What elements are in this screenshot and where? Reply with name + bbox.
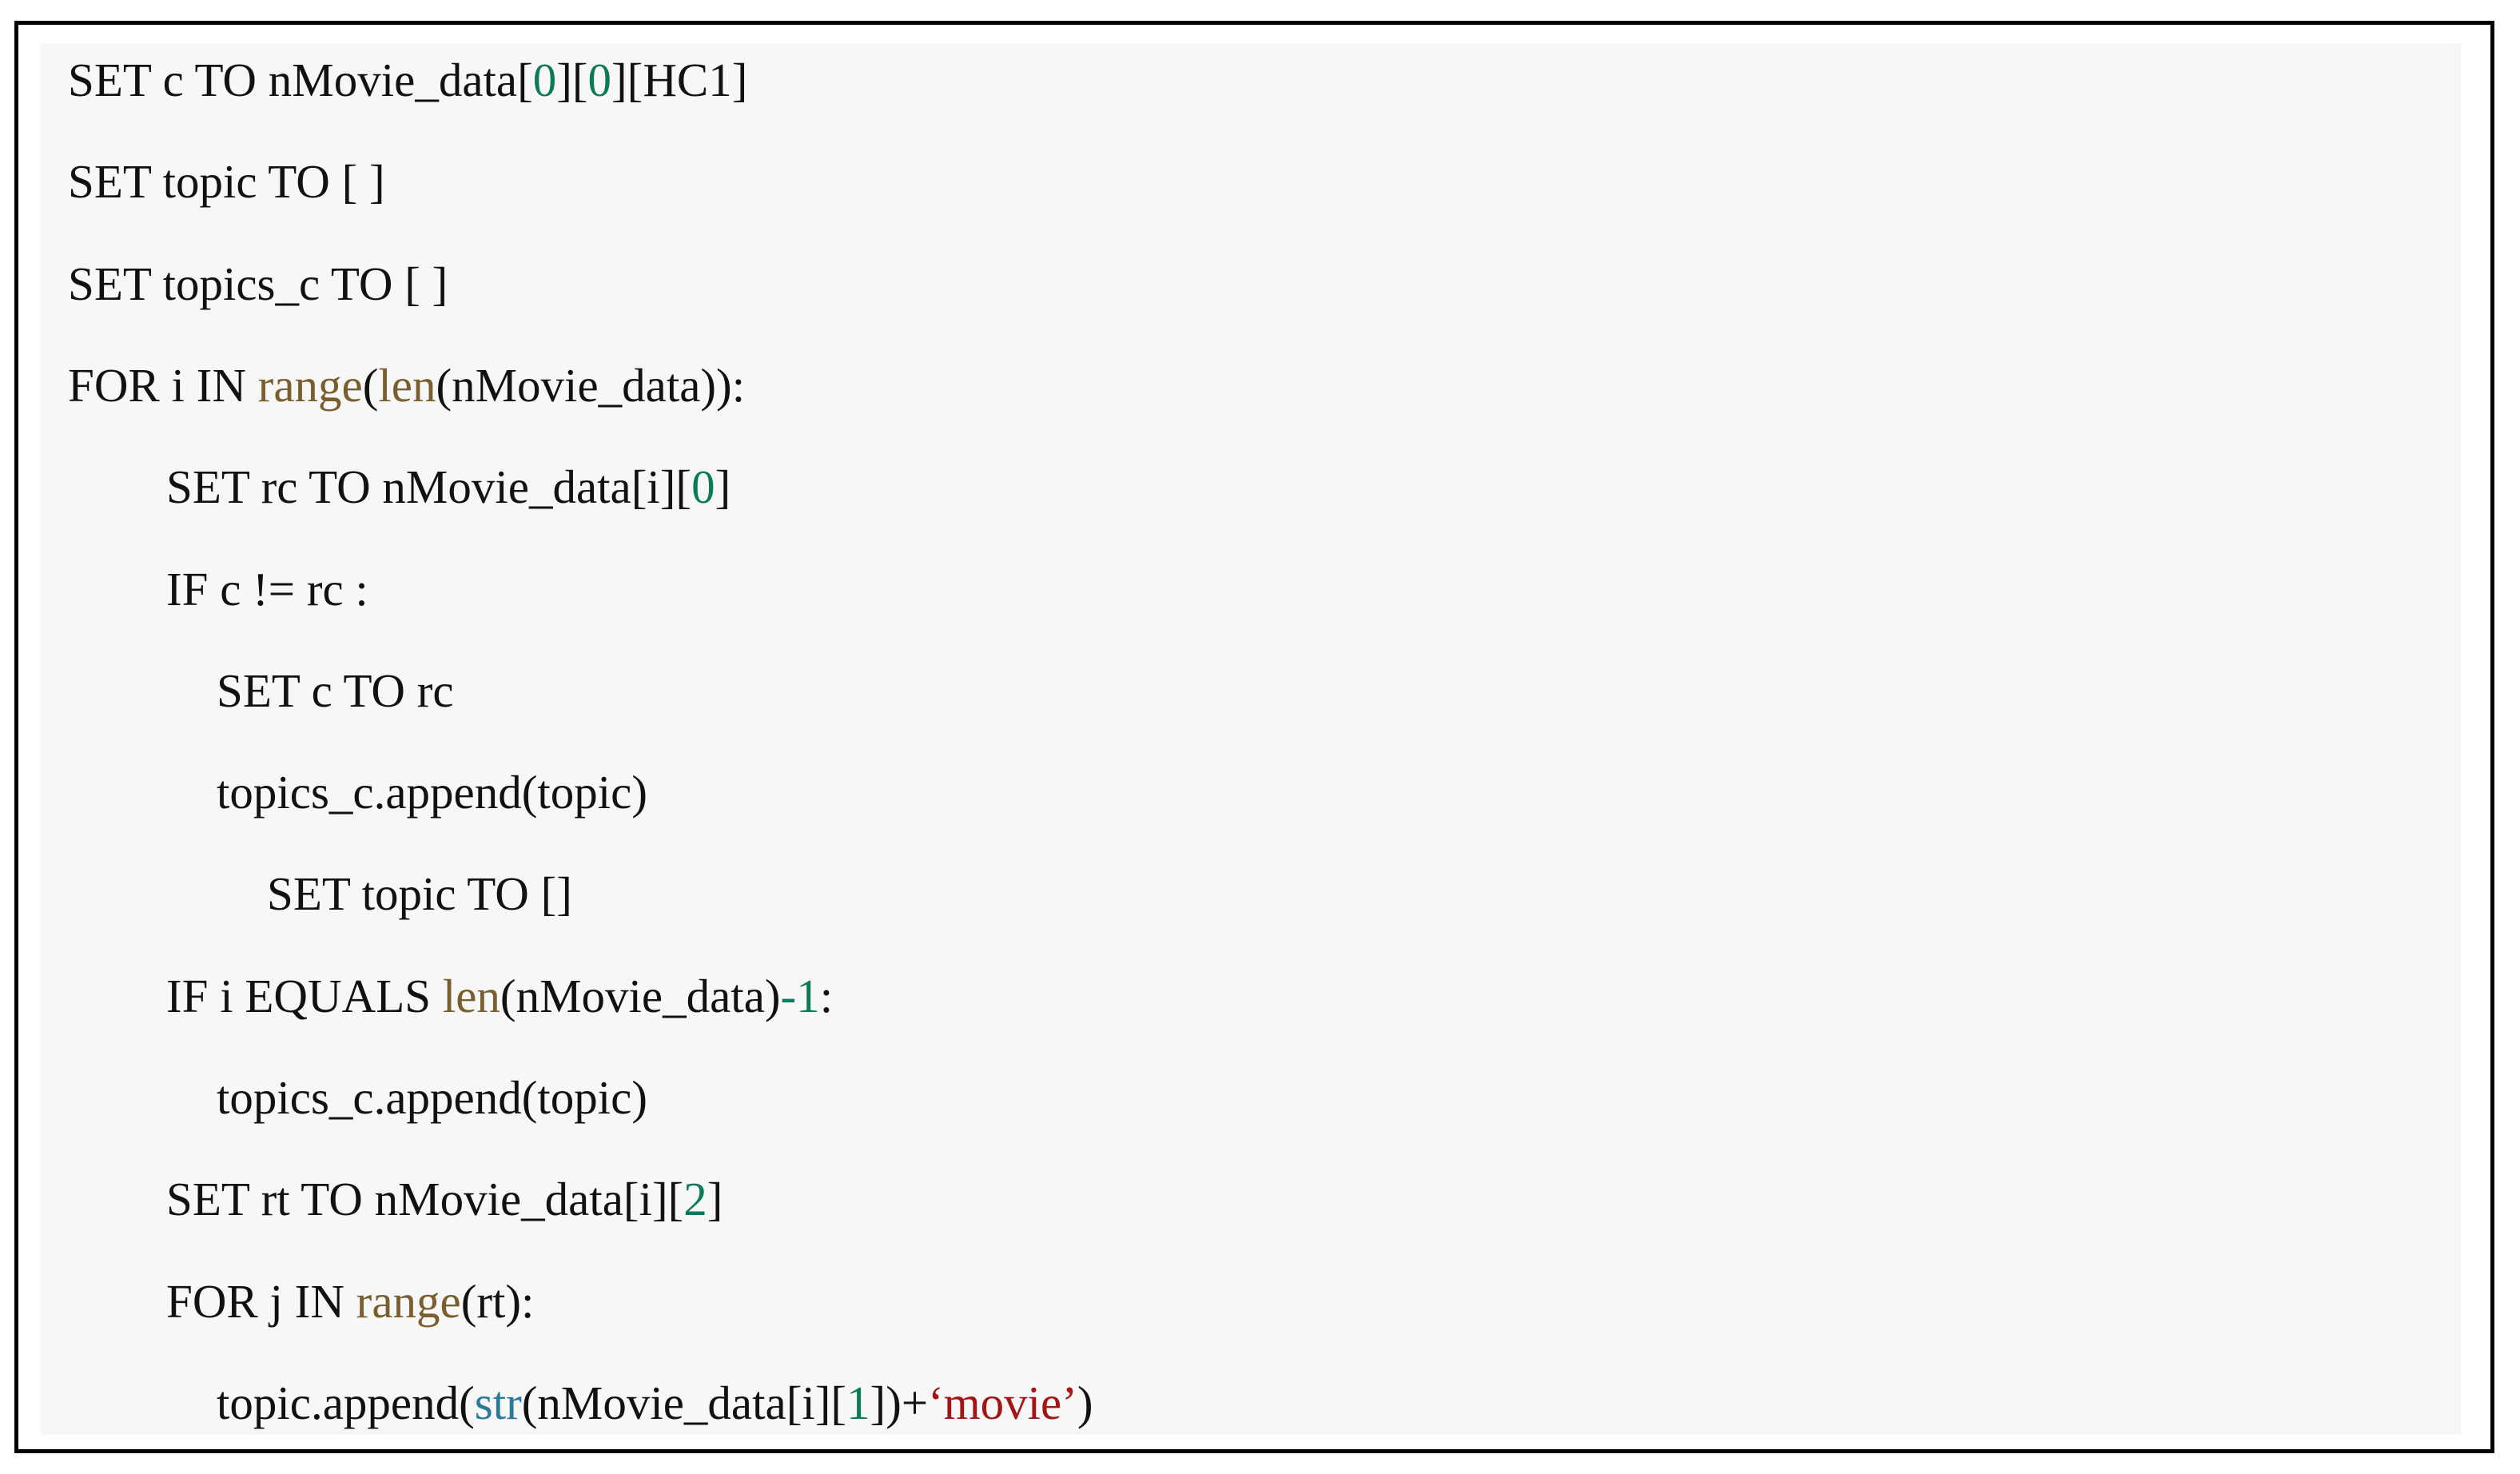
code-line: topic.append(str(nMovie_data[i][1])+‘mov… [217, 1367, 1093, 1439]
code-token-plain: IF i EQUALS [166, 969, 443, 1022]
code-line: SET rt TO nMovie_data[i][2] [166, 1163, 723, 1235]
code-token-builtin: len [442, 969, 500, 1022]
code-token-plain: ( [362, 358, 379, 412]
code-token-number: 0 [587, 54, 612, 106]
code-line: SET topic TO [ ] [68, 145, 385, 217]
code-token-plain: ) [1077, 1376, 1093, 1429]
code-token-plain: SET topic TO [ ] [68, 155, 385, 209]
code-token-plain: SET rt TO nMovie_data[i][ [166, 1173, 684, 1226]
code-token-plain: FOR j IN [166, 1274, 356, 1328]
code-token-plain: FOR i IN [68, 358, 258, 412]
code-token-number: -1 [780, 969, 820, 1022]
code-token-number: 1 [846, 1376, 870, 1429]
code-token-plain: (nMovie_data[i][ [521, 1376, 847, 1429]
code-line: topics_c.append(topic) [217, 1062, 647, 1133]
code-token-plain: ][HC1] [611, 54, 748, 106]
code-line: topics_c.append(topic) [217, 756, 647, 828]
pseudocode-frame: SET c TO nMovie_data[0][0][HC1]SET topic… [14, 21, 2494, 1453]
code-token-plain: SET topics_c TO [ ] [68, 257, 448, 310]
code-token-builtin: range [257, 358, 363, 412]
code-block: SET c TO nMovie_data[0][0][HC1]SET topic… [41, 44, 2461, 1435]
code-token-plain: SET topic TO [] [267, 867, 572, 921]
code-token-plain: SET c TO nMovie_data[ [68, 54, 533, 106]
code-token-plain: ])+ [870, 1376, 929, 1429]
code-line: FOR j IN range(rt): [166, 1265, 534, 1337]
code-token-plain: (nMovie_data)): [436, 358, 746, 412]
code-token-plain: ] [707, 1173, 723, 1226]
code-line: IF i EQUALS len(nMovie_data)-1: [166, 960, 833, 1032]
code-token-number: 0 [691, 460, 715, 514]
code-token-plain: IF c != rc : [166, 562, 368, 615]
code-token-type: str [474, 1376, 522, 1429]
code-line: SET c TO nMovie_data[0][0][HC1] [68, 44, 747, 116]
code-token-plain: (rt): [460, 1274, 535, 1328]
code-token-string: ‘movie’ [928, 1376, 1077, 1429]
code-token-plain: ] [715, 460, 731, 514]
code-token-plain: ][ [556, 54, 588, 106]
code-token-number: 0 [532, 54, 557, 106]
code-token-plain: topics_c.append(topic) [217, 1071, 648, 1124]
code-line: IF c != rc : [166, 553, 368, 625]
code-token-plain: SET rc TO nMovie_data[i][ [166, 460, 692, 514]
code-token-builtin: len [378, 358, 436, 412]
code-token-plain: SET c TO rc [217, 663, 454, 717]
code-token-plain: topic.append( [217, 1376, 475, 1429]
code-line: FOR i IN range(len(nMovie_data)): [68, 349, 745, 421]
code-token-plain: (nMovie_data) [500, 969, 781, 1022]
code-line: SET rc TO nMovie_data[i][0] [166, 451, 731, 523]
code-token-plain: : [819, 969, 834, 1022]
code-token-builtin: range [356, 1274, 461, 1328]
code-token-number: 2 [683, 1173, 707, 1226]
code-line: SET topics_c TO [ ] [68, 248, 448, 320]
code-token-plain: topics_c.append(topic) [217, 766, 648, 819]
code-line: SET topic TO [] [267, 858, 572, 930]
code-line: SET c TO rc [217, 655, 454, 727]
